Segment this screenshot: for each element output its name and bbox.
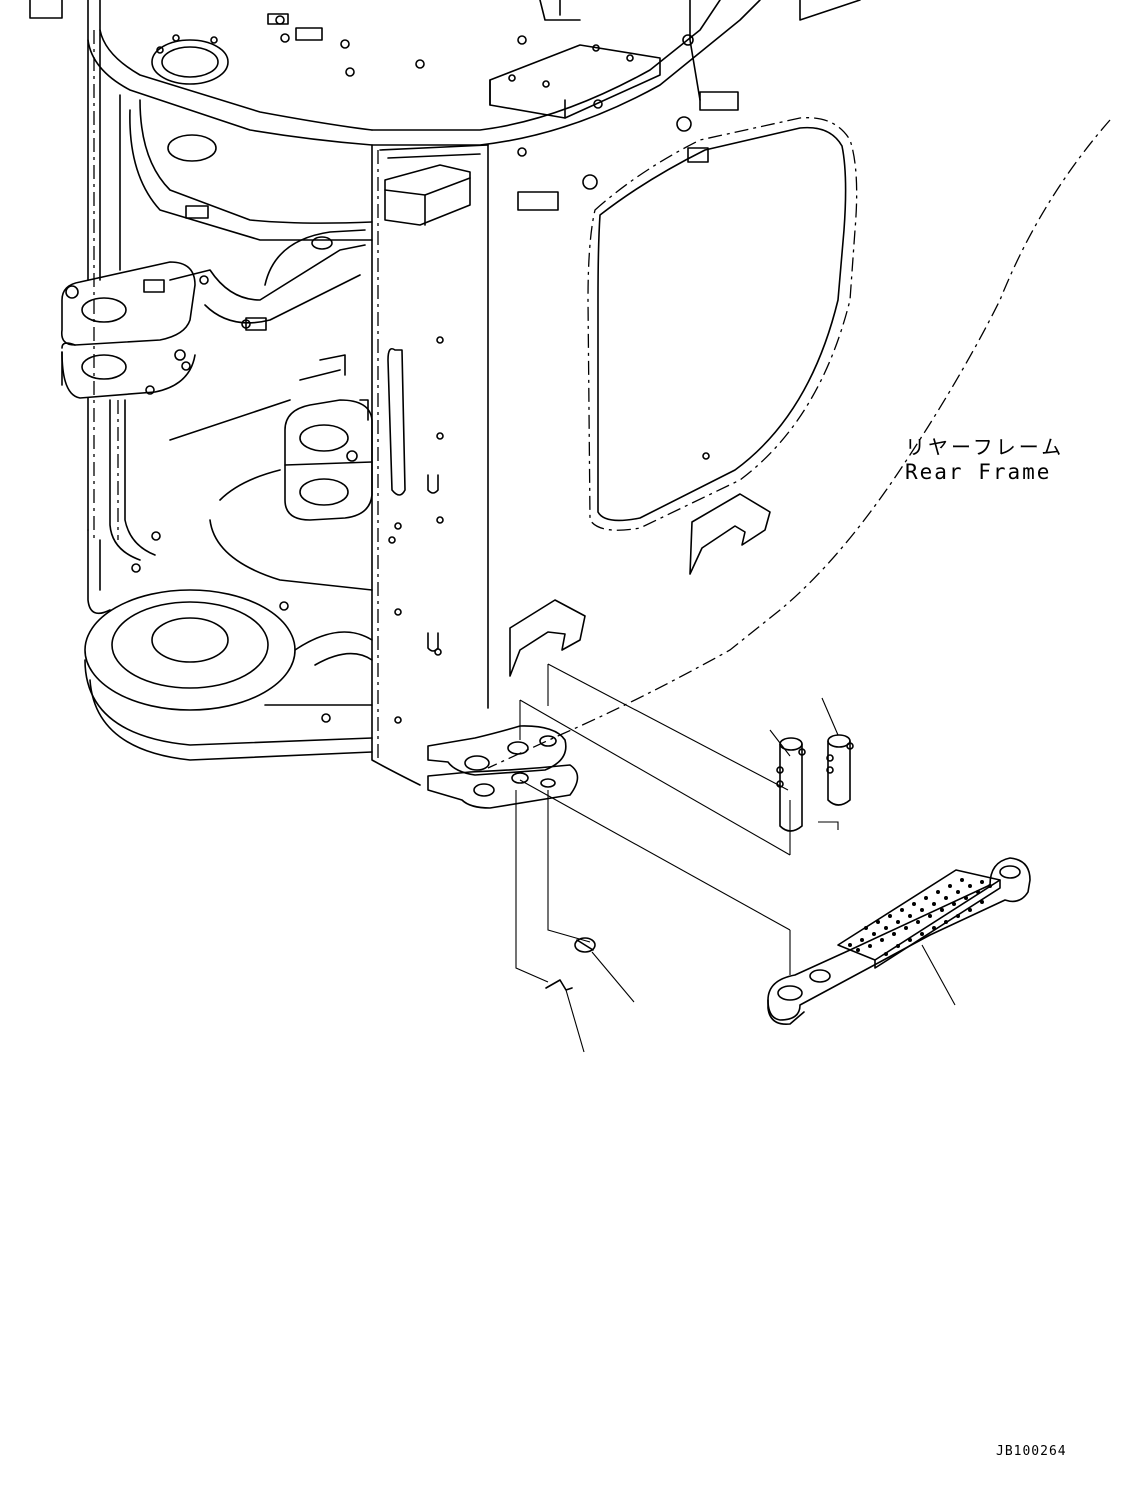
- part-label-jp: リヤーフレーム: [905, 435, 1065, 459]
- assembly-lines: [515, 663, 839, 983]
- cotter-pin: [545, 979, 585, 1053]
- tread-dots: [848, 878, 992, 956]
- part-label-en: Rear Frame: [905, 460, 1052, 484]
- lock-pin-left: [769, 729, 806, 832]
- drawing-code: JB100264: [996, 1444, 1067, 1459]
- washer: [574, 937, 635, 1003]
- rear-frame-drawing: [29, 0, 1111, 786]
- lock-bar: [767, 857, 1031, 1025]
- frame-bolts: [131, 13, 603, 723]
- hinge-plates: [427, 725, 579, 809]
- lock-pin-right: [821, 697, 854, 806]
